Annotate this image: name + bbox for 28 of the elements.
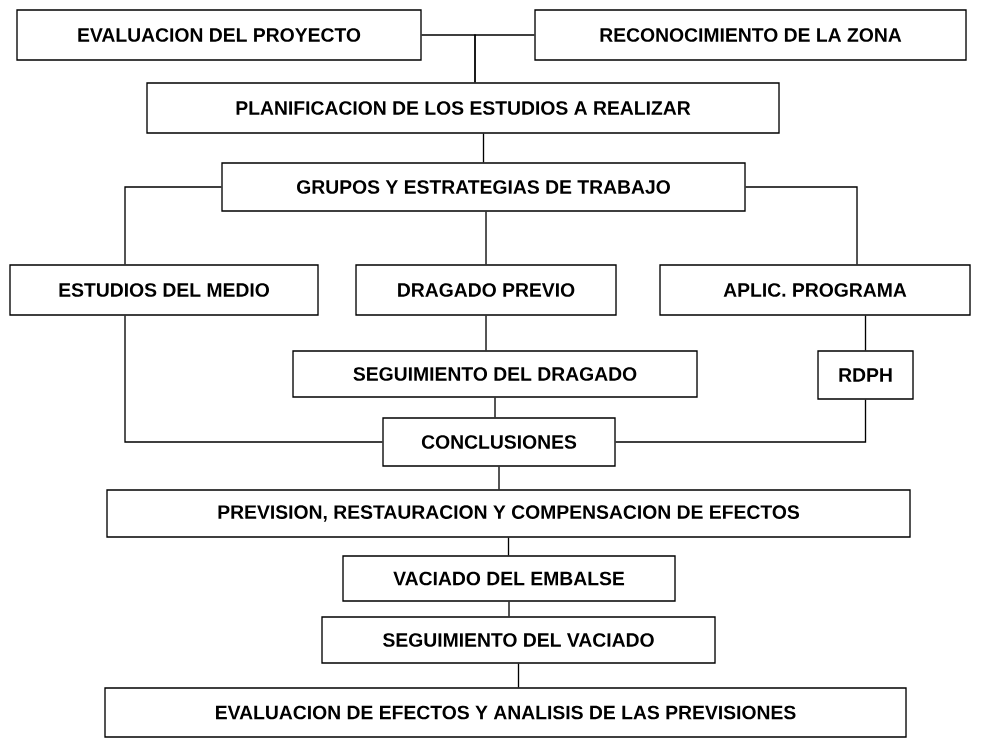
process-box: RECONOCIMIENTO DE LA ZONA bbox=[534, 9, 967, 61]
process-box: APLIC. PROGRAMA bbox=[659, 264, 971, 316]
process-box: GRUPOS Y ESTRATEGIAS DE TRABAJO bbox=[221, 162, 746, 212]
connector-line bbox=[485, 315, 487, 351]
connector-line bbox=[482, 133, 485, 163]
process-box: RDPH bbox=[817, 350, 914, 400]
process-box: SEGUIMIENTO DEL VACIADO bbox=[321, 616, 716, 664]
connector-line bbox=[507, 537, 510, 556]
connector-line bbox=[124, 186, 222, 265]
process-box: CONCLUSIONES bbox=[382, 417, 616, 467]
process-box: PLANIFICACION DE LOS ESTUDIOS A REALIZAR bbox=[146, 82, 780, 134]
process-box: ESTUDIOS DEL MEDIO bbox=[9, 264, 319, 316]
process-box: PREVISION, RESTAURACION Y COMPENSACION DE EFECTOS bbox=[106, 489, 911, 538]
connector-line bbox=[517, 663, 520, 688]
connector-line bbox=[615, 399, 867, 443]
connector-line bbox=[124, 315, 383, 443]
process-box: EVALUACION DEL PROYECTO bbox=[16, 9, 422, 61]
process-box: VACIADO DEL EMBALSE bbox=[342, 555, 676, 602]
process-box: SEGUIMIENTO DEL DRAGADO bbox=[292, 350, 698, 398]
process-box: EVALUACION DE EFECTOS Y ANALISIS DE LAS PREVISIONES bbox=[104, 687, 907, 738]
connector-line bbox=[474, 34, 535, 83]
connector-line bbox=[494, 397, 496, 418]
process-box: DRAGADO PREVIO bbox=[355, 264, 617, 316]
connector-line bbox=[745, 186, 858, 265]
connector-line bbox=[498, 466, 500, 490]
connector-line bbox=[864, 315, 867, 351]
connector-line bbox=[485, 211, 487, 265]
connector-line bbox=[508, 601, 510, 617]
